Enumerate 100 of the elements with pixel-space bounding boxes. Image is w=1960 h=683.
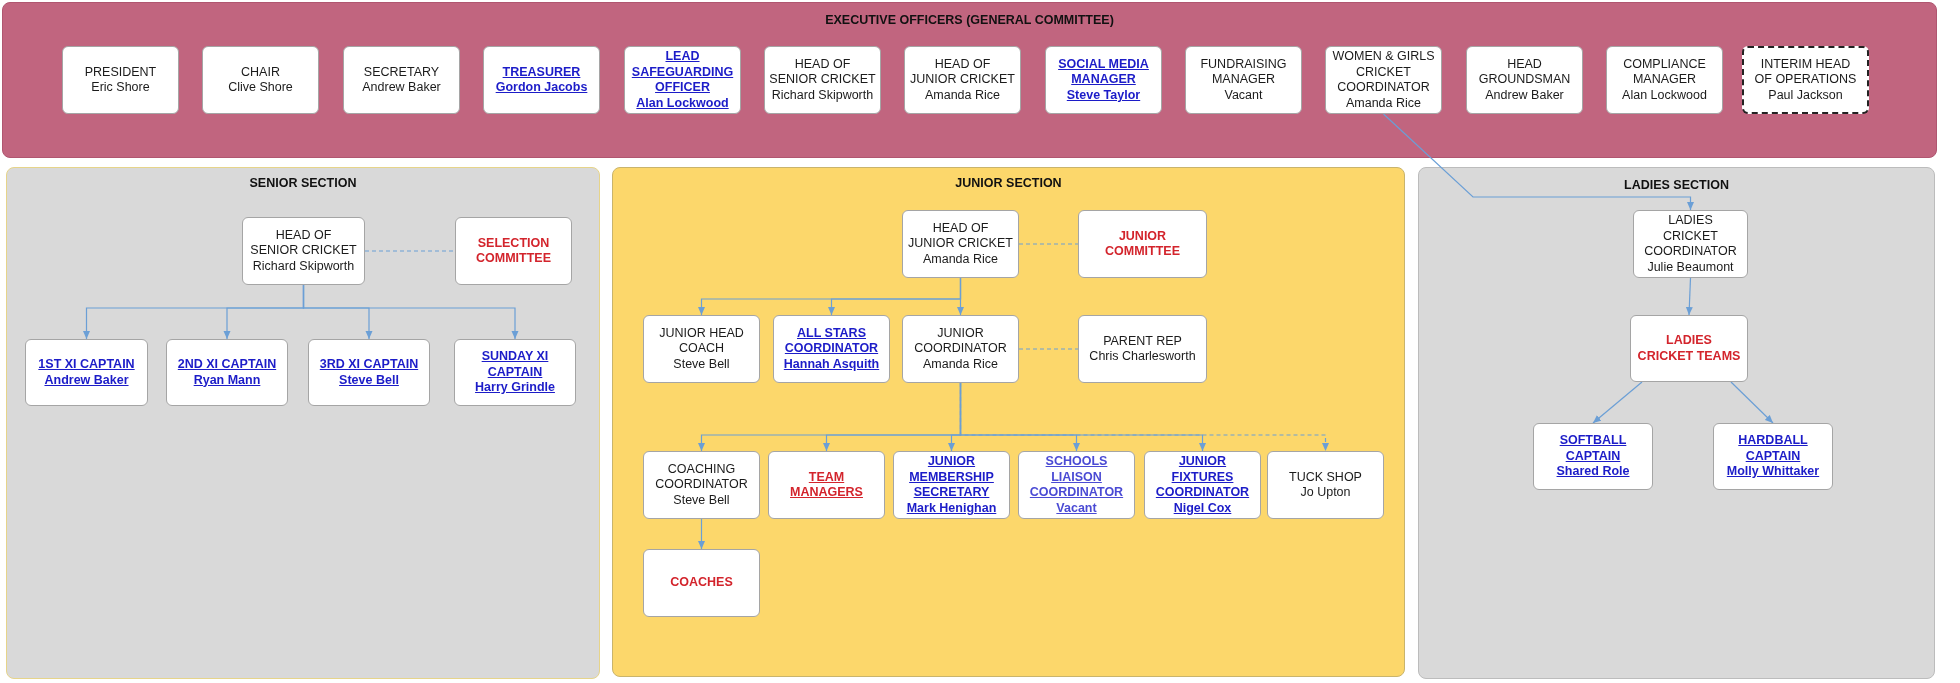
role-box — [242, 217, 365, 285]
role-box — [1633, 210, 1748, 278]
role-title: TREASURER — [502, 64, 581, 80]
person-name: Molly Whittaker — [1726, 464, 1820, 480]
role-title: HEAD GROUNDSMAN — [1477, 56, 1572, 88]
person-name: Andrew Baker — [44, 372, 129, 388]
person-name: Alan Lockwood — [1622, 87, 1707, 104]
role-box — [1533, 423, 1653, 490]
role-box — [1185, 46, 1302, 114]
person-name: Andrew Baker — [362, 80, 441, 96]
role-title: PRESIDENT — [84, 64, 157, 80]
person-name: Amanda Rice — [1345, 95, 1421, 111]
role-title: JUNIOR COORDINATOR — [913, 325, 1008, 357]
person-name: Richard Skipworth — [252, 258, 355, 275]
role-box — [893, 451, 1010, 519]
role-title: CHAIR — [241, 64, 280, 80]
person-name: Ryan Mann — [193, 372, 261, 388]
role-box — [643, 315, 760, 383]
role-box — [308, 339, 430, 406]
connector-arrow — [959, 382, 1206, 452]
role-title: JUNIOR HEAD COACH — [658, 325, 745, 357]
role-box — [1018, 451, 1135, 519]
role-title: HEAD OF SENIOR CRICKET — [249, 227, 358, 259]
role-title: 3RD XI CAPTAIN — [319, 357, 419, 373]
role-box — [902, 210, 1019, 278]
role-title: HEAD OF JUNIOR CRICKET — [909, 56, 1016, 88]
connector-arrow — [1685, 277, 1693, 316]
role-box — [1713, 423, 1833, 490]
role-title: PARENT REP — [1103, 333, 1182, 349]
role-box — [1045, 46, 1162, 114]
role-title: SUNDAY XI CAPTAIN — [480, 349, 550, 381]
band-heading: EXECUTIVE OFFICERS (GENERAL COMMITTEE) — [825, 13, 1114, 28]
role-title: ALL STARS COORDINATOR — [783, 325, 880, 357]
group-title: LADIES CRICKET TEAMS — [1636, 333, 1742, 364]
role-title: SCHOOLS LIAISON COORDINATOR — [1028, 454, 1125, 501]
role-title: JUNIOR MEMBERSHIP SECRETARY — [908, 454, 995, 501]
role-box — [1325, 46, 1442, 114]
role-box — [624, 46, 741, 114]
section-panel — [6, 167, 600, 679]
group-title: JUNIOR COMMITTEE — [1104, 228, 1181, 260]
role-title: SOCIAL MEDIA MANAGER — [1057, 56, 1150, 88]
role-title: LEAD SAFEGUARDING OFFICER — [630, 49, 735, 96]
person-name: Mark Henighan — [906, 500, 997, 516]
group-title: COACHES — [670, 575, 733, 591]
role-title: SOFTBALL CAPTAIN — [1558, 433, 1628, 465]
person-name: Hannah Asquith — [783, 356, 880, 373]
person-name: Andrew Baker — [1485, 87, 1564, 104]
role-box — [483, 46, 600, 114]
role-title: HEAD OF SENIOR CRICKET — [768, 56, 877, 88]
group-title: TEAM MANAGERS — [789, 469, 864, 501]
role-title: COMPLIANCE MANAGER — [1622, 56, 1707, 88]
role-box — [902, 315, 1019, 383]
person-name: Steve Bell — [339, 372, 399, 388]
role-title: SECRETARY — [363, 64, 440, 80]
role-box — [773, 315, 890, 383]
role-box — [454, 339, 576, 406]
person-name: Amanda Rice — [922, 356, 998, 373]
role-title: HARDBALL CAPTAIN — [1737, 433, 1809, 465]
role-title: 1ST XI CAPTAIN — [38, 357, 135, 373]
role-box — [343, 46, 460, 114]
role-box — [1078, 315, 1207, 383]
connector-arrow — [698, 518, 705, 550]
role-box — [1606, 46, 1723, 114]
role-box — [25, 339, 148, 406]
role-title: COACHING COORDINATOR — [654, 461, 749, 493]
dashed-connector-line — [1018, 348, 1079, 350]
connector-arrow — [1592, 381, 1643, 424]
section-heading: SENIOR SECTION — [249, 176, 357, 191]
group-title: SELECTION COMMITTEE — [475, 235, 552, 267]
role-box — [643, 451, 760, 519]
dashed-role-box — [1742, 46, 1869, 114]
person-name: Amanda Rice — [924, 87, 1000, 104]
person-name: Vacant — [1224, 87, 1263, 104]
person-name: Vacant — [1056, 500, 1097, 516]
person-name: Chris Charlesworth — [1089, 349, 1196, 365]
section-panel — [1418, 167, 1935, 679]
person-name: Steve Bell — [673, 356, 730, 373]
role-title: TUCK SHOP — [1289, 469, 1362, 485]
person-name: Nigel Cox — [1173, 500, 1232, 516]
role-title: JUNIOR FIXTURES COORDINATOR — [1154, 454, 1251, 501]
role-box — [904, 46, 1021, 114]
person-name: Amanda Rice — [922, 251, 998, 268]
role-box — [768, 451, 885, 519]
role-box — [1078, 210, 1207, 278]
person-name: Steve Bell — [673, 492, 730, 509]
role-box — [202, 46, 319, 114]
person-name: Harry Grindle — [475, 380, 555, 396]
dashed-connector-line — [1018, 243, 1079, 245]
person-name: Alan Lockwood — [636, 95, 729, 111]
role-box — [166, 339, 288, 406]
role-box — [1267, 451, 1384, 519]
person-name: Gordon Jacobs — [495, 80, 588, 96]
role-box — [1466, 46, 1583, 114]
section-panel — [612, 167, 1405, 677]
person-name: Paul Jackson — [1768, 87, 1843, 104]
role-title: INTERIM HEAD OF OPERATIONS — [1753, 56, 1858, 88]
role-title: 2ND XI CAPTAIN — [177, 357, 277, 373]
person-name: Shared Role — [1556, 464, 1630, 480]
role-title: WOMEN & GIRLS CRICKET COORDINATOR — [1331, 49, 1436, 96]
dashed-connector-line — [364, 250, 456, 252]
